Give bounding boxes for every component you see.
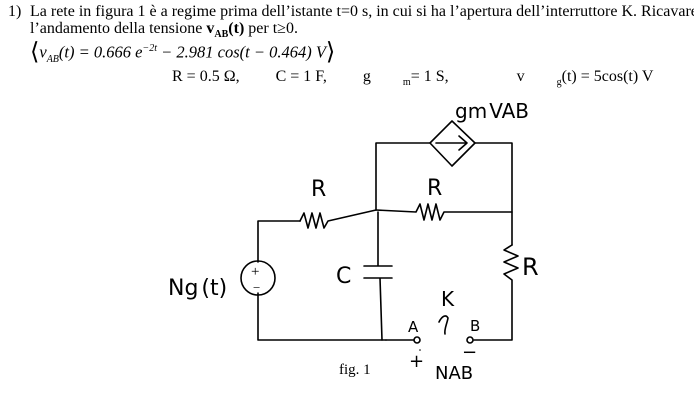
wire-capacitor: [363, 211, 393, 341]
vab-label: NAB: [435, 363, 473, 384]
param-r: R = 0.5 Ω,: [172, 68, 240, 85]
label-resistor-mid: R: [427, 176, 442, 201]
wire-left-mid: [257, 292, 387, 341]
source-plus: +: [251, 264, 259, 280]
problem-number: 1): [8, 3, 22, 20]
voltage-source: [240, 260, 276, 296]
label-source: Ng(t): [168, 276, 227, 301]
statement-line-1: La rete in figura 1 è a regime prima del…: [30, 3, 694, 20]
resistor-right: [473, 244, 519, 341]
switch-blade: [385, 315, 449, 341]
label-switch-k: K: [441, 287, 455, 311]
solution-open-bracket: ⟨: [30, 39, 40, 66]
label-node-a: A: [408, 318, 419, 336]
solution-close-bracket: ⟩: [325, 39, 336, 66]
label-resistor-left: R: [311, 177, 326, 202]
label-node-b: B: [470, 317, 480, 335]
controlled-source-arrow: [435, 135, 468, 151]
statement-prefix: l’andamento della tensione: [30, 20, 207, 37]
statement-line-2: l’andamento della tensione vAB(t) per t≥…: [30, 20, 298, 44]
vab-plus: +: [409, 351, 424, 372]
wire-left-top: [257, 220, 301, 263]
label-resistor-right: R: [522, 253, 539, 281]
switch-contact-b: [466, 336, 474, 344]
statement-variable: vAB(t): [206, 20, 245, 41]
resistor-mid: [375, 203, 513, 221]
switch-contact-a: [413, 336, 421, 344]
figure-caption: fig. 1: [339, 362, 371, 378]
solution-formula: ⟨vAB(t) = 0.666 e−2t − 2.981 cos(t − 0.4…: [30, 39, 336, 66]
param-c: C = 1 F,: [275, 68, 327, 85]
source-minus: −: [253, 280, 260, 295]
label-capacitor: C: [336, 264, 351, 289]
resistor-left: [299, 209, 377, 229]
statement-suffix: per t≥0.: [244, 20, 298, 37]
vab-minus: −: [462, 342, 477, 363]
controlled-source-diamond: [429, 120, 476, 167]
wire-top: [375, 142, 513, 246]
